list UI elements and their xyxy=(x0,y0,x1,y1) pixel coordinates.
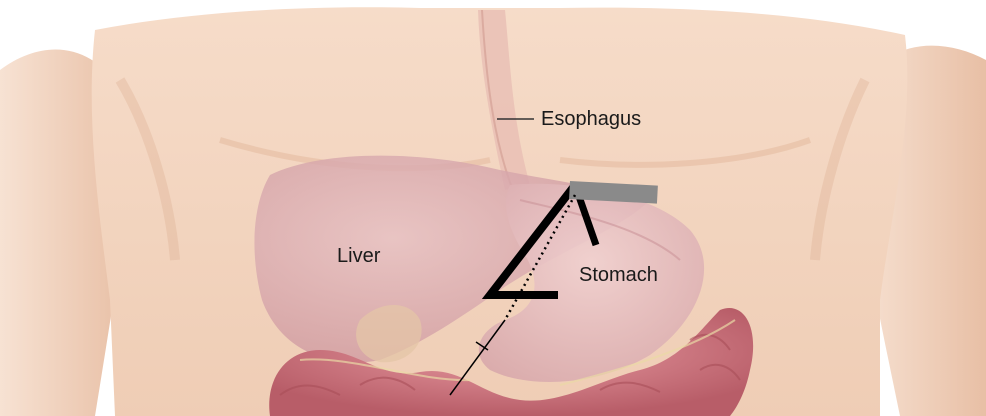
liver-label: Liver xyxy=(337,245,381,267)
esophagus-label: Esophagus xyxy=(541,108,641,130)
stomach-label: Stomach xyxy=(579,264,658,286)
